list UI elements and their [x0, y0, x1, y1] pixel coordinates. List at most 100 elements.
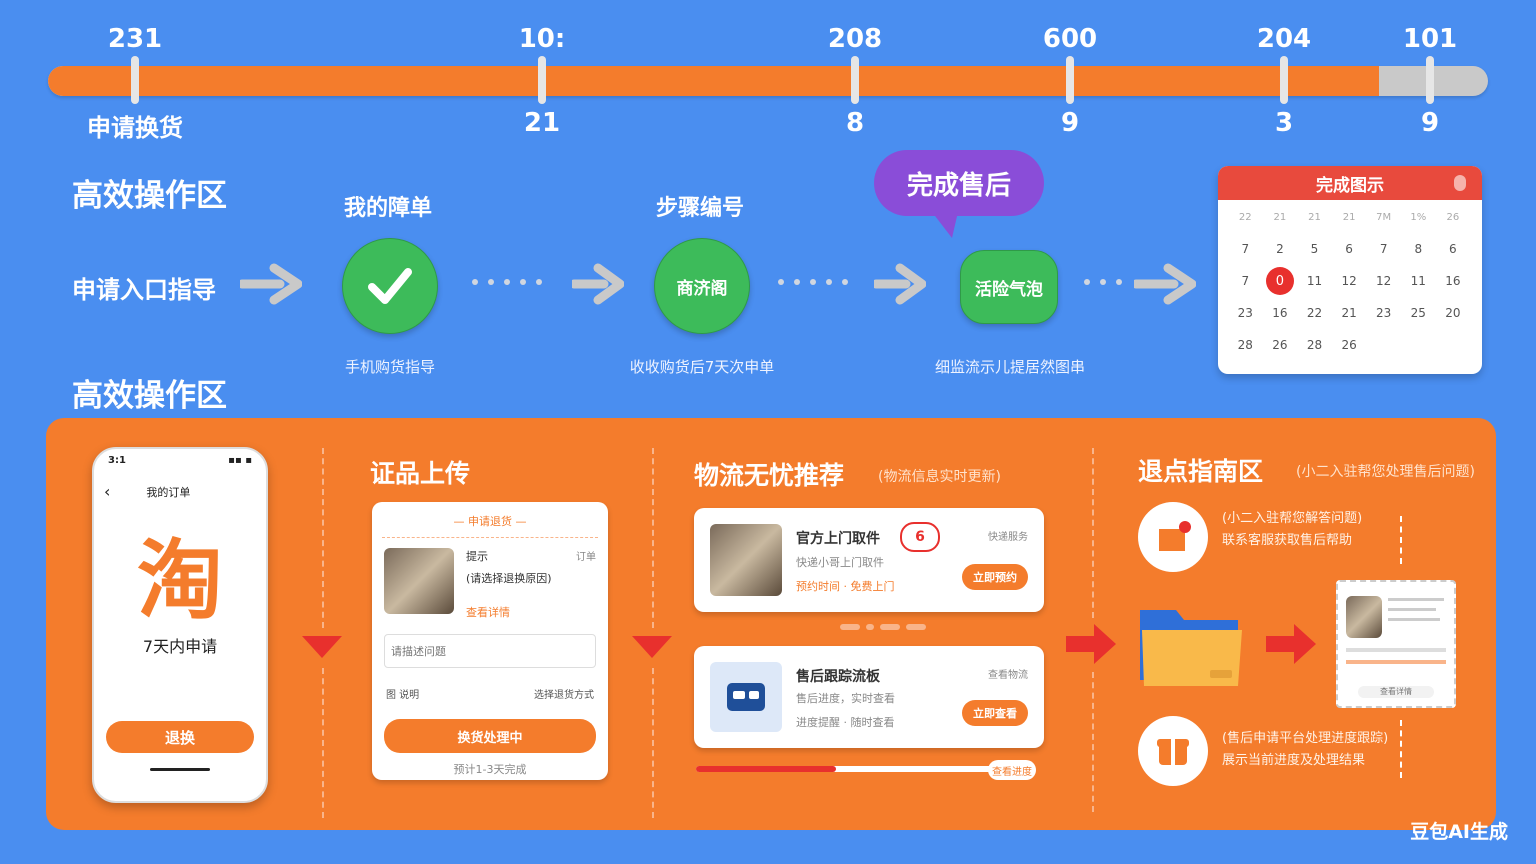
step-caption: 手机购货指导 — [344, 358, 435, 376]
return-method-select[interactable]: 选择退货方式 — [534, 690, 594, 701]
upload-item-link[interactable]: 查看详情 — [466, 606, 510, 619]
calendar-day[interactable]: 12 — [1341, 274, 1357, 288]
calendar-day[interactable]: 5 — [1310, 242, 1319, 256]
book-pickup-button[interactable]: 立即预约 — [962, 564, 1028, 590]
gift-box-icon[interactable] — [1138, 716, 1208, 786]
calendar-day[interactable]: 16 — [1272, 306, 1288, 320]
watermark: 豆包AI生成 — [1410, 821, 1508, 843]
dashed-connector — [1400, 720, 1402, 778]
status-time: 3:1 — [108, 455, 126, 466]
calendar-ring-icon — [1454, 175, 1466, 191]
calendar-day — [1366, 334, 1401, 356]
upload-section-title: 证品上传 — [370, 459, 471, 488]
calendar-day[interactable]: 7 — [1379, 242, 1388, 256]
calendar-weekday: 1% — [1410, 211, 1427, 223]
calendar-day[interactable]: 16 — [1445, 274, 1461, 288]
progress-tick — [538, 56, 546, 104]
pickup-card-tag: 快递服务 — [988, 532, 1028, 543]
pickup-service-card[interactable]: 官方上门取件 快递小哥上门取件 预约时间 · 免费上门 6 快递服务 立即预约 — [694, 508, 1044, 612]
calendar-day[interactable]: 7 — [1241, 274, 1250, 288]
calendar-title: 完成图示 — [1316, 175, 1384, 196]
step-caption: 细监流示儿提居然图串 — [934, 358, 1085, 376]
calendar-day[interactable]: 22 — [1306, 306, 1323, 320]
courier-photo — [710, 524, 782, 596]
signal-icon: ▪▪ ▪ — [228, 455, 252, 466]
apply-exchange-label: 申请换货 — [87, 114, 183, 142]
tooltip-bubble-step[interactable]: 活险气泡 — [960, 250, 1058, 324]
upload-card-header: — 申请退货 — — [453, 515, 527, 528]
guide-section-title: 退点指南区 — [1138, 457, 1264, 486]
arrow-right-icon — [240, 263, 302, 305]
entry-guide-label: 申请入口指导 — [72, 276, 216, 304]
calendar-day[interactable]: 6 — [1345, 242, 1353, 256]
calendar-day[interactable]: 12 — [1376, 274, 1392, 288]
pickup-card-note: 预约时间 · 免费上门 — [796, 580, 895, 593]
upload-card: — 申请退货 — 提示 (请选择退换原因) 查看详情 订单 图 说明 选择退货方… — [372, 502, 608, 780]
calendar-day[interactable]: 11 — [1306, 274, 1323, 288]
arrow-right-icon — [874, 263, 926, 305]
progress-tick — [1066, 56, 1074, 104]
tracking-card-title: 售后跟踪流板 — [796, 669, 880, 685]
step-circle[interactable]: 商济阁 — [654, 238, 750, 334]
calendar-day[interactable]: 28 — [1306, 338, 1323, 352]
calendar-day[interactable]: 20 — [1445, 306, 1461, 320]
arrow-right-icon — [572, 263, 624, 305]
view-progress-button[interactable]: 查看进度 — [988, 760, 1036, 780]
step-title-orders: 我的障单 — [343, 196, 432, 221]
badge-icon: 6 — [900, 522, 940, 552]
upload-item-tag: 订单 — [576, 552, 596, 563]
calendar-day[interactable]: 28 — [1237, 338, 1253, 352]
tracking-card-desc: 售后进度，实时查看 — [796, 692, 895, 705]
calendar-day[interactable]: 11 — [1410, 274, 1426, 288]
calendar-day[interactable]: 26 — [1341, 338, 1357, 352]
progress-tick — [1280, 56, 1288, 104]
exchange-processing-button[interactable]: 换货处理中 — [384, 719, 596, 753]
progress-tick — [1426, 56, 1434, 104]
calendar-day[interactable]: 8 — [1414, 242, 1423, 256]
divider — [652, 448, 654, 628]
support-chat-icon[interactable] — [1138, 502, 1208, 572]
calendar-day[interactable]: 2 — [1276, 242, 1284, 256]
down-arrow-icon — [302, 636, 342, 658]
bubble-tail — [932, 212, 958, 238]
tick-bottom-label: 8 — [845, 108, 865, 138]
tick-bottom-label: 9 — [1420, 108, 1440, 138]
calendar-day[interactable]: 6 — [1449, 242, 1457, 256]
divider — [1092, 448, 1094, 618]
folder-icon — [1140, 610, 1242, 686]
checkmark-icon — [368, 268, 412, 304]
dotted-connector — [778, 279, 848, 285]
calendar-day[interactable]: 21 — [1341, 306, 1357, 320]
calendar-day[interactable]: 25 — [1410, 306, 1426, 320]
calendar-day[interactable]: 23 — [1376, 306, 1392, 320]
complete-aftersale-bubble[interactable]: 完成售后 — [874, 150, 1044, 216]
view-tracking-button[interactable]: 立即查看 — [962, 700, 1028, 726]
calendar-day-selected[interactable]: 0 — [1263, 267, 1298, 295]
phone-nav-title: 我的订单 — [146, 485, 191, 499]
receipt-detail-button[interactable]: 查看详情 — [1358, 686, 1434, 698]
calendar-day[interactable]: 26 — [1272, 338, 1288, 352]
tick-top-label: 101 — [1402, 24, 1458, 54]
tracking-board-card[interactable]: 售后跟踪流板 售后进度，实时查看 进度提醒 · 随时查看 查看物流 立即查看 — [694, 646, 1044, 748]
divider — [322, 448, 324, 628]
step-complete-circle[interactable] — [342, 238, 438, 334]
calendar-weekday: 22 — [1238, 211, 1252, 223]
calendar-day — [1401, 334, 1436, 356]
calendar-weekday: 7M — [1376, 211, 1392, 223]
back-chevron-icon[interactable]: ‹ — [104, 482, 111, 501]
guide-bottom-text: (售后申请平台处理进度跟踪) 展示当前进度及处理结果 — [1222, 728, 1388, 772]
tick-top-label: 600 — [1042, 24, 1098, 54]
red-arrow-icon — [1266, 624, 1316, 664]
calendar-header: 完成图示 — [1218, 166, 1482, 200]
logistics-progress-fill — [696, 766, 836, 772]
tick-bottom-label: 9 — [1060, 108, 1080, 138]
step-caption: 收收购货后7天次申单 — [629, 358, 775, 376]
problem-description-input[interactable] — [384, 634, 596, 668]
dotted-connector — [472, 279, 542, 285]
calendar-day[interactable]: 23 — [1237, 306, 1253, 320]
calendar-day[interactable]: 7 — [1241, 242, 1250, 256]
exchange-button[interactable]: 退换 — [106, 721, 254, 753]
carousel-dots[interactable] — [840, 624, 926, 630]
logistics-section-title: 物流无忧推荐 — [694, 461, 845, 490]
